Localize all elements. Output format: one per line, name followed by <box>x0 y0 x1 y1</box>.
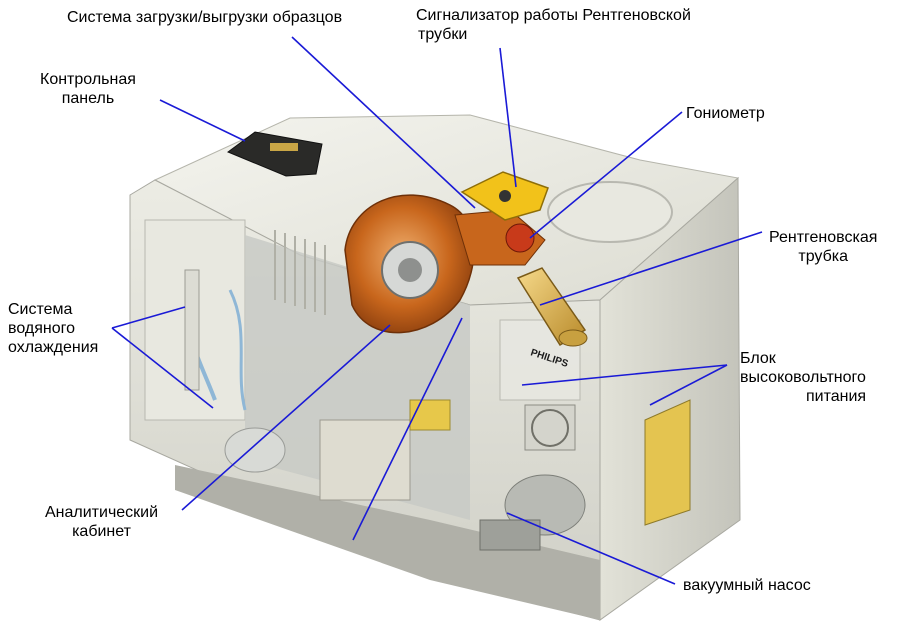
label-xray-tube: Рентгеновская трубка <box>769 228 877 266</box>
leader-lines <box>111 36 763 585</box>
leader-analytical-cabinet-2 <box>352 317 463 541</box>
label-cooling-line2: водяного <box>8 320 75 337</box>
label-hv-supply: Блок высоковольтного питания <box>740 349 866 406</box>
leader-control-panel <box>159 99 246 142</box>
leader-goniometer <box>529 111 683 239</box>
leader-cooling-2 <box>111 327 214 409</box>
control-panel-device <box>226 131 323 177</box>
label-vacuum-pump-text: вакуумный насос <box>683 577 811 594</box>
label-xray-tube-line1: Рентгеновская <box>769 229 878 246</box>
label-goniometer: Гониометр <box>686 104 765 123</box>
label-hv-supply-line1: Блок <box>740 350 776 367</box>
tube-indicator-device <box>460 171 549 221</box>
leader-sample-changer <box>291 36 476 209</box>
label-tube-indicator: Сигнализатор работы Рентгеновской трубки <box>416 6 691 44</box>
label-cooling-system: Система водяного охлаждения <box>8 300 98 357</box>
leader-hv-supply-2 <box>649 364 728 406</box>
label-sample-changer: Система загрузки/выгрузки образцов <box>67 8 342 27</box>
leader-analytical-cabinet-1 <box>181 324 391 511</box>
label-hv-supply-line3: питания <box>806 388 867 405</box>
label-cooling-line3: охлаждения <box>8 339 99 356</box>
label-analytical-cabinet: Аналитический кабинет <box>45 503 158 541</box>
label-cooling-line1: Система <box>8 301 73 318</box>
label-tube-indicator-line2: трубки <box>418 26 468 43</box>
xray-tube-device <box>516 267 588 347</box>
label-tube-indicator-line1: Сигнализатор работы Рентгеновской <box>416 7 691 24</box>
leader-hv-supply-1 <box>521 364 728 386</box>
label-analytical-cabinet-line2: кабинет <box>72 523 131 540</box>
leader-cooling-1 <box>111 306 186 329</box>
label-control-panel-line1: Контрольная <box>40 71 136 88</box>
label-control-panel-line2: панель <box>61 90 115 107</box>
label-goniometer-text: Гониометр <box>686 105 765 122</box>
label-analytical-cabinet-line1: Аналитический <box>45 504 159 521</box>
leader-xray-tube <box>539 231 763 306</box>
leader-vacuum-pump <box>506 512 676 585</box>
label-hv-supply-line2: высоковольтного <box>740 369 866 386</box>
goniometer-assembly <box>344 194 546 334</box>
label-sample-changer-text: Система загрузки/выгрузки образцов <box>67 9 343 26</box>
leader-tube-indicator <box>499 47 517 188</box>
instrument-housing <box>129 114 741 621</box>
label-xray-tube-line2: трубка <box>798 248 849 265</box>
label-vacuum-pump: вакуумный насос <box>683 576 811 595</box>
label-control-panel: Контрольная панель <box>40 70 136 108</box>
